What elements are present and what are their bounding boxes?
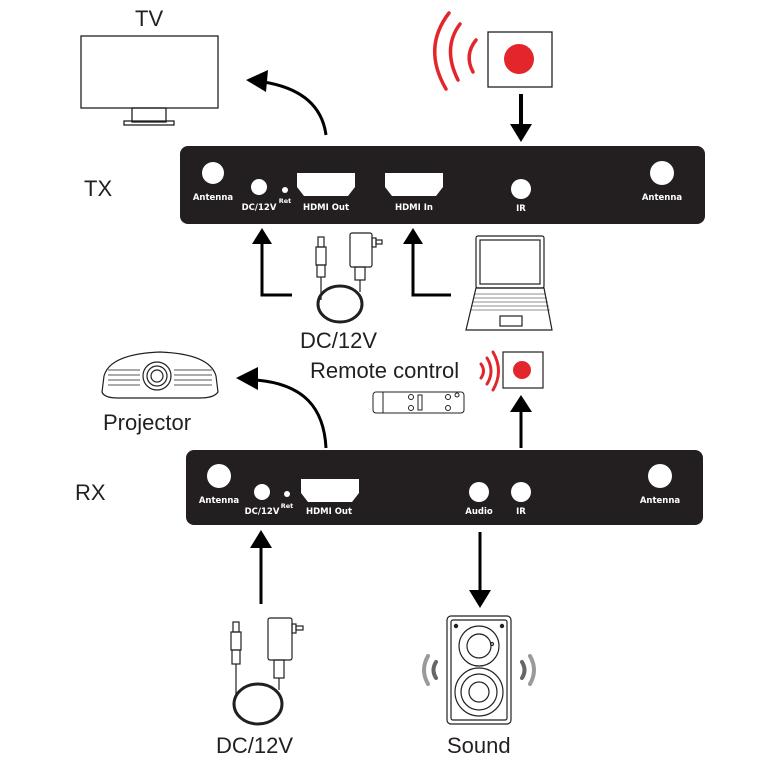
rx-ret-button[interactable] [284, 491, 290, 497]
projector-icon [101, 351, 219, 399]
rx-antenna-right-label: Antenna [639, 496, 681, 506]
rx-antenna-left-label: Antenna [198, 496, 240, 506]
rx-audio-port[interactable] [469, 482, 489, 502]
tx-panel: Antenna DC/12V Ret HDMI Out HDMI In IR A… [180, 146, 705, 224]
remote-control-icon [372, 391, 465, 414]
projector-label: Projector [103, 410, 192, 435]
tx-ret-button[interactable] [282, 187, 288, 193]
rx-panel: Antenna DC/12V Ret HDMI Out Audio IR Ant… [186, 450, 703, 525]
ir-receiver-icon-mid [502, 351, 544, 389]
dc-label-top: DC/12V [300, 328, 378, 353]
arrow-rx-to-speaker [469, 532, 491, 608]
rx-dc-port[interactable] [254, 484, 270, 500]
tx-ir-label: IR [516, 204, 526, 214]
rx-ir-port[interactable] [511, 482, 531, 502]
tx-hdmi-in-label: HDMI In [395, 203, 433, 213]
sound-wave-left-icon [422, 654, 438, 686]
rx-antenna-left-port[interactable] [207, 464, 231, 488]
tx-antenna-left-port[interactable] [202, 162, 224, 184]
tx-hdmi-out-port[interactable] [296, 172, 356, 198]
rx-hdmi-out-port[interactable] [300, 478, 360, 504]
laptop-icon [465, 235, 553, 331]
arrow-rx-to-ir [510, 395, 532, 448]
power-adapter-icon-bottom [230, 617, 304, 726]
power-adapter-icon-top [315, 232, 383, 324]
arrow-ir-to-tx [510, 94, 532, 142]
arrow-dc-to-tx [252, 228, 292, 297]
ir-signal-icon-mid [479, 350, 500, 392]
rx-antenna-right-port[interactable] [648, 464, 672, 488]
tx-hdmi-in-port[interactable] [384, 172, 444, 198]
arrow-to-projector [236, 367, 328, 449]
rx-ir-label: IR [516, 507, 526, 517]
sound-label: Sound [447, 733, 511, 758]
rx-audio-label: Audio [465, 507, 493, 517]
ir-signal-icon-top [433, 11, 478, 91]
tx-label: TX [84, 176, 113, 201]
tx-antenna-left-label: Antenna [192, 193, 234, 203]
tx-antenna-right-label: Antenna [641, 193, 683, 203]
arrow-to-tv [246, 70, 328, 136]
tx-dc-port[interactable] [251, 179, 267, 195]
arrow-laptop-to-tx [403, 228, 451, 297]
speaker-icon [446, 615, 512, 725]
rx-ret-label: Ret [280, 502, 294, 510]
rx-dc-label: DC/12V [244, 507, 280, 517]
sound-wave-right-icon [520, 654, 536, 686]
rx-label: RX [75, 480, 106, 505]
ir-receiver-icon-top [487, 31, 553, 88]
tx-hdmi-out-label: HDMI Out [302, 203, 350, 213]
remote-control-label: Remote control [310, 358, 460, 383]
dc-label-bottom: DC/12V [216, 733, 294, 758]
tv-label: TV [135, 6, 164, 31]
tx-antenna-right-port[interactable] [650, 161, 674, 185]
tx-ret-label: Ret [278, 197, 292, 205]
tv-icon [80, 35, 219, 126]
rx-hdmi-out-label: HDMI Out [305, 507, 353, 517]
arrow-dc-to-rx [250, 530, 272, 604]
tx-dc-label: DC/12V [241, 203, 277, 213]
tx-ir-port[interactable] [511, 179, 531, 199]
